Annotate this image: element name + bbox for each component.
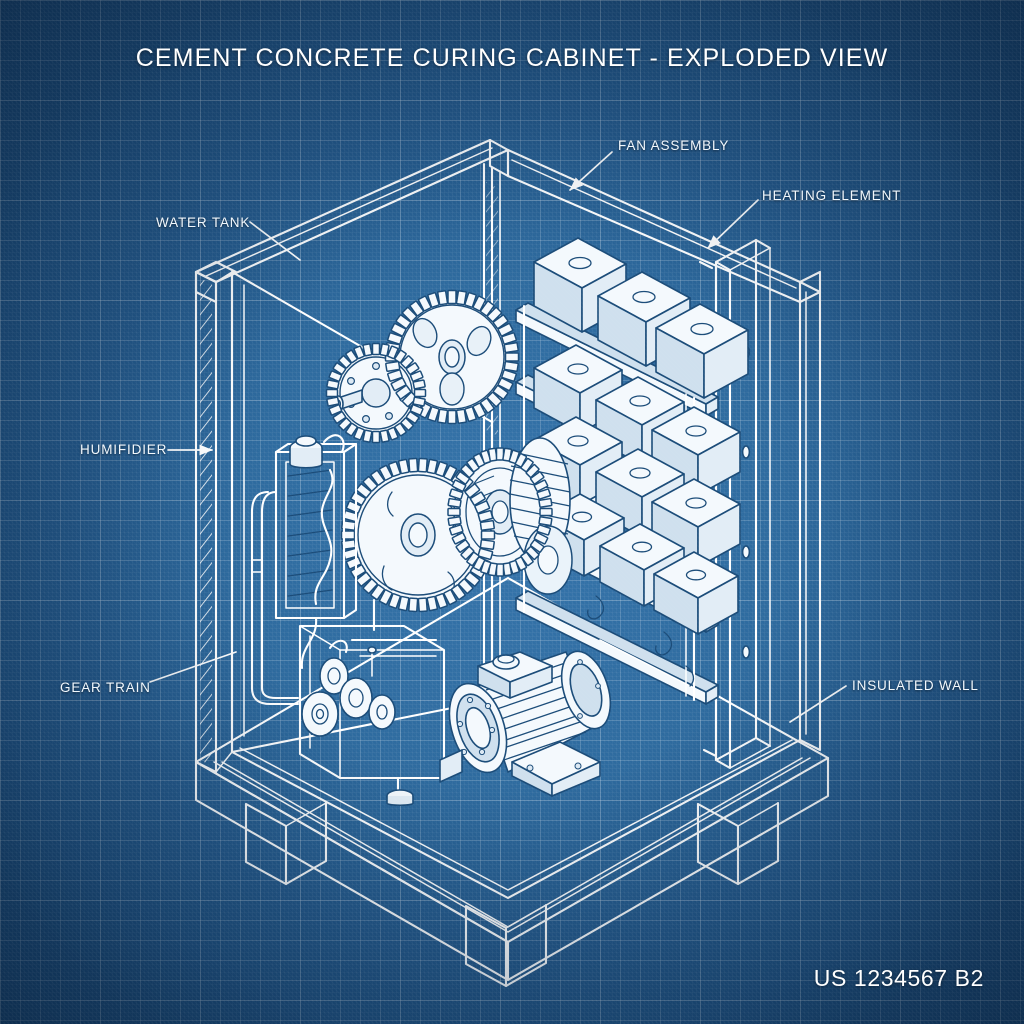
leader-insulated-wall: [789, 685, 847, 723]
callout-label-fan-assembly: FAN ASSEMBLY: [618, 138, 730, 153]
callout-label-heating-element: HEATING ELEMENT: [762, 188, 902, 203]
callout-label-water-tank: WATER TANK: [156, 215, 251, 230]
callout-label-humifidier: HUMIFIDIER: [80, 442, 168, 457]
electric-motor: [439, 650, 612, 797]
reservoir-tank: [298, 598, 446, 807]
leader-heating-element: [707, 199, 759, 249]
patent-number: US 1234567 B2: [813, 965, 984, 991]
leader-fan-assembly: [569, 151, 613, 191]
callout-label-insulated-wall: INSULATED WALL: [852, 678, 979, 693]
callout-label-gear-train: GEAR TRAIN: [60, 680, 151, 695]
leader-gear-train: [149, 651, 237, 683]
page-title: CEMENT CONCRETE CURING CABINET - EXPLODE…: [135, 44, 889, 72]
